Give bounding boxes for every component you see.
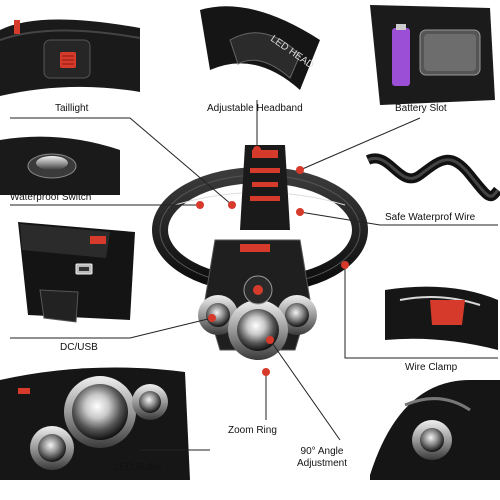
label-angle-line2: Adjustment [296, 458, 348, 469]
label-angle-adjustment: 90° Angle Adjustment [292, 446, 352, 470]
label-waterproof-switch: Waterproof Switch [10, 192, 92, 203]
led-bulbs-photo [0, 365, 190, 480]
leader-dots [196, 146, 349, 376]
dc-usb-photo [0, 215, 140, 335]
label-angle-line1: 90° Angle [300, 446, 344, 457]
power-switch-icon [36, 156, 68, 170]
waterproof-switch-photo [0, 132, 120, 202]
angle-adjustment-photo [360, 380, 500, 480]
leader-lines [10, 100, 498, 451]
label-adjustable-headband: Adjustable Headband [207, 103, 303, 114]
battery-icon [392, 28, 410, 86]
label-zoom-ring: Zoom Ring [228, 425, 277, 436]
label-wire-clamp: Wire Clamp [405, 362, 458, 373]
headband-photo: LED HEAD [180, 0, 330, 95]
label-battery-slot: Battery Slot [395, 103, 447, 114]
label-led-bulbs: LED Bulbs [114, 462, 162, 473]
taillight-photo [0, 0, 141, 118]
headlamp-main [152, 145, 368, 360]
label-taillight: Taillight [55, 103, 89, 114]
battery-slot-photo [365, 0, 500, 110]
label-safe-waterproof-wire: Safe Waterprof Wire [385, 212, 476, 223]
wire-photo [360, 140, 500, 220]
wire-clamp-photo [380, 280, 500, 355]
label-dc-usb: DC/USB [60, 342, 98, 353]
